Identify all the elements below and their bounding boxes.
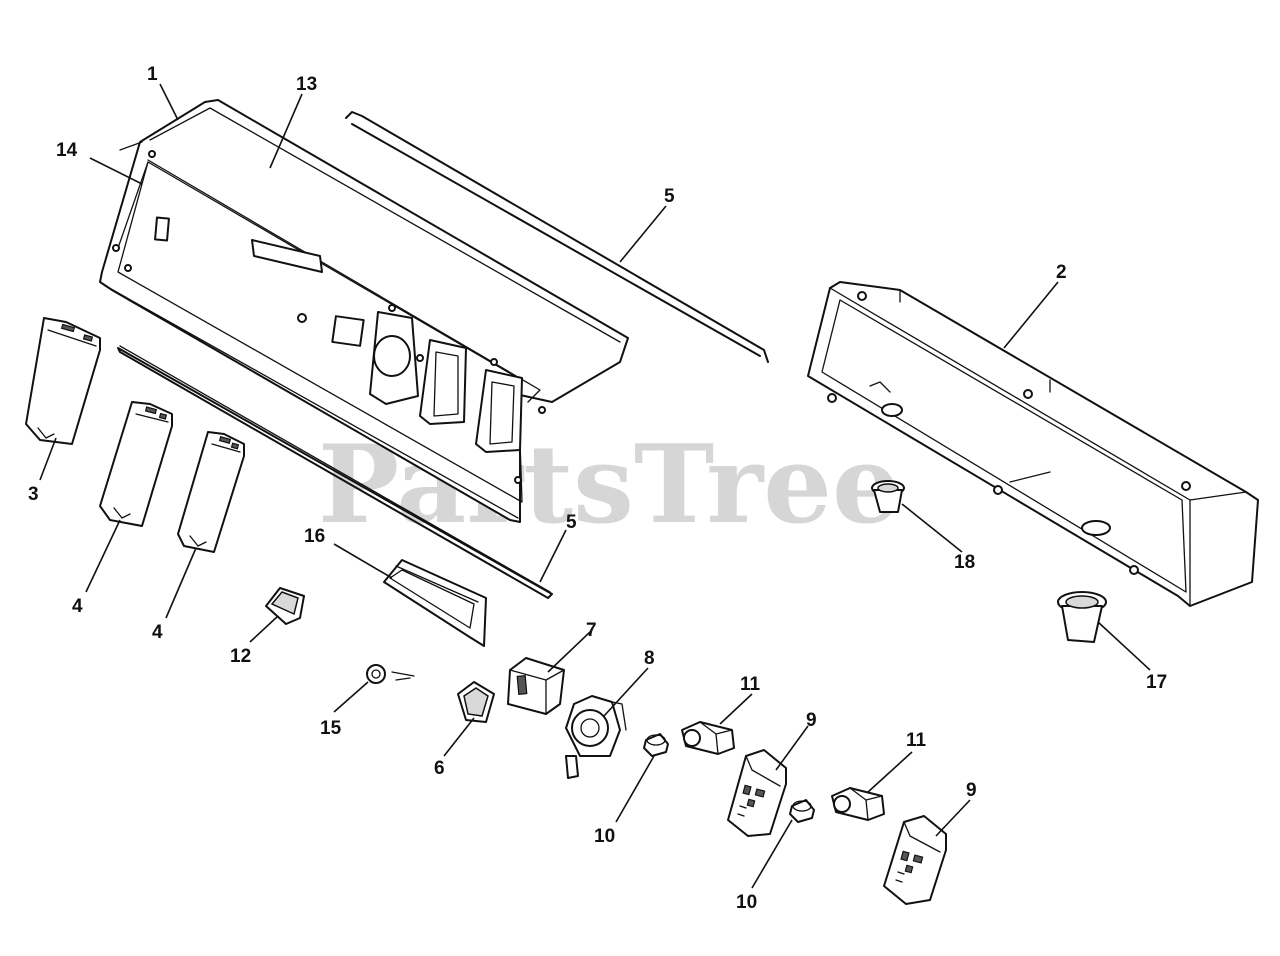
label-4b [177,431,245,553]
callout-12: 12 [230,646,251,667]
callout-10b: 10 [736,892,757,913]
display-16 [383,559,487,647]
callout-11a: 11 [740,674,761,695]
callout-10a: 10 [594,826,615,847]
callout-18: 18 [954,552,975,573]
label-3 [25,317,101,445]
callout-8: 8 [644,648,655,669]
callout-5-upper: 5 [664,186,675,207]
receptacle-8 [565,695,627,779]
strip-upper [345,111,769,363]
callout-9a: 9 [806,710,817,731]
callout-7: 7 [586,620,597,641]
button-10b [789,799,815,823]
nut-15 [366,664,415,684]
callout-11b: 11 [906,730,927,751]
switch-11b [831,787,885,821]
callout-17: 17 [1146,672,1167,693]
callout-6: 6 [434,758,445,779]
callout-1: 1 [147,64,158,85]
callout-2: 2 [1056,262,1067,283]
callout-16: 16 [304,526,325,547]
control-panel [99,99,629,523]
callout-5-lower: 5 [566,512,577,533]
strip-lower [117,345,553,599]
callout-14: 14 [56,140,78,161]
callout-9b: 9 [966,780,977,801]
grommet-17 [1057,591,1107,643]
switch-11a [681,721,735,755]
breaker-7 [507,657,565,715]
grommet-18 [871,480,905,513]
rear-box [807,281,1259,607]
leader-lines [39,83,1151,889]
outlet-9a [727,749,787,837]
callouts: 1 13 14 5 2 3 5 16 18 4 4 7 12 8 17 11 1… [28,64,1167,913]
callout-15: 15 [320,718,342,739]
rocker-switch-12 [265,587,305,625]
callout-13: 13 [296,74,317,95]
outlet-9b [883,815,947,905]
label-4a [99,401,173,527]
cover-6 [457,681,495,723]
callout-3: 3 [28,484,39,505]
callout-4a: 4 [72,596,83,617]
button-10a [643,733,669,757]
callout-4b: 4 [152,622,163,643]
